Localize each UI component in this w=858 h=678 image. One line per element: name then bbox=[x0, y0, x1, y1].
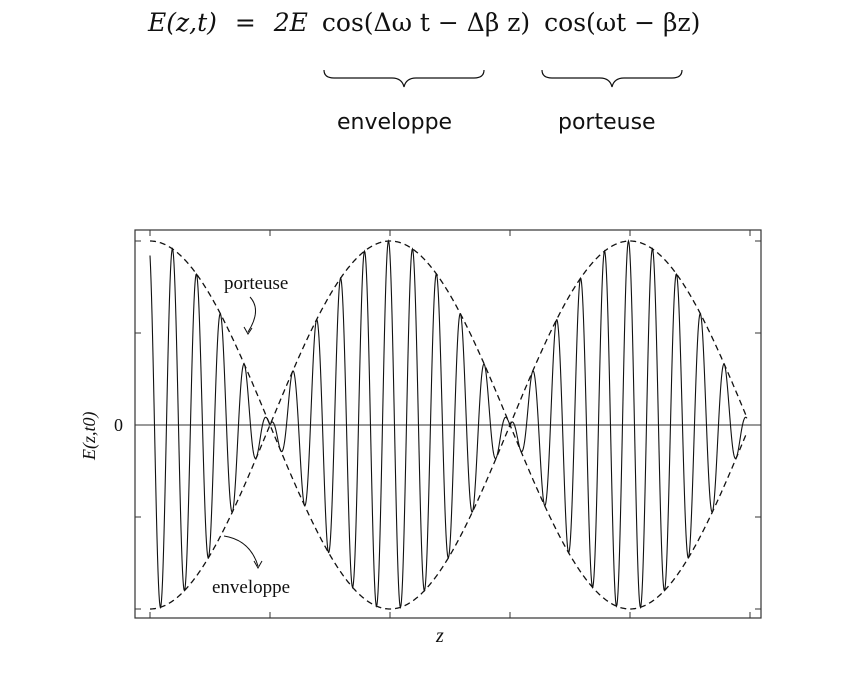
equation-envelope-term: cos(Δω t − Δβ z) bbox=[321, 8, 531, 37]
enveloppe-label-bg bbox=[210, 574, 314, 598]
equation-lhs: E(z,t) bbox=[148, 8, 217, 37]
y-tick-label-0: 0 bbox=[114, 415, 123, 435]
y-axis-label: E(z,t0) bbox=[79, 412, 100, 462]
porteuse-label-bg bbox=[222, 270, 308, 294]
enveloppe-arrowhead bbox=[253, 560, 263, 570]
equation-carrier-term: cos(ωt − βz) bbox=[544, 8, 701, 37]
axis-ticks bbox=[135, 230, 761, 618]
plot-frame bbox=[134, 229, 762, 619]
carrier-label: porteuse bbox=[558, 110, 656, 135]
annotation-porteuse: porteuse bbox=[224, 273, 288, 294]
equation-equals: = bbox=[234, 8, 256, 37]
porteuse-arrow bbox=[247, 296, 256, 333]
envelope-label: enveloppe bbox=[337, 110, 453, 135]
porteuse-arrowhead bbox=[243, 326, 253, 335]
annotation-enveloppe: enveloppe bbox=[212, 577, 290, 598]
enveloppe-arrow bbox=[223, 535, 259, 567]
envelope-series-lower bbox=[150, 423, 748, 610]
envelope-series-upper bbox=[150, 240, 748, 427]
wave-equation: E(z,t) = 2E cos(Δω t − Δβ z) cos(ωt − βz… bbox=[148, 8, 708, 52]
envelope-brace bbox=[323, 69, 485, 88]
equation-coefficient: 2E bbox=[273, 8, 308, 37]
carrier-series bbox=[149, 239, 748, 610]
x-axis-label: z bbox=[435, 625, 444, 647]
carrier-brace bbox=[541, 69, 683, 88]
